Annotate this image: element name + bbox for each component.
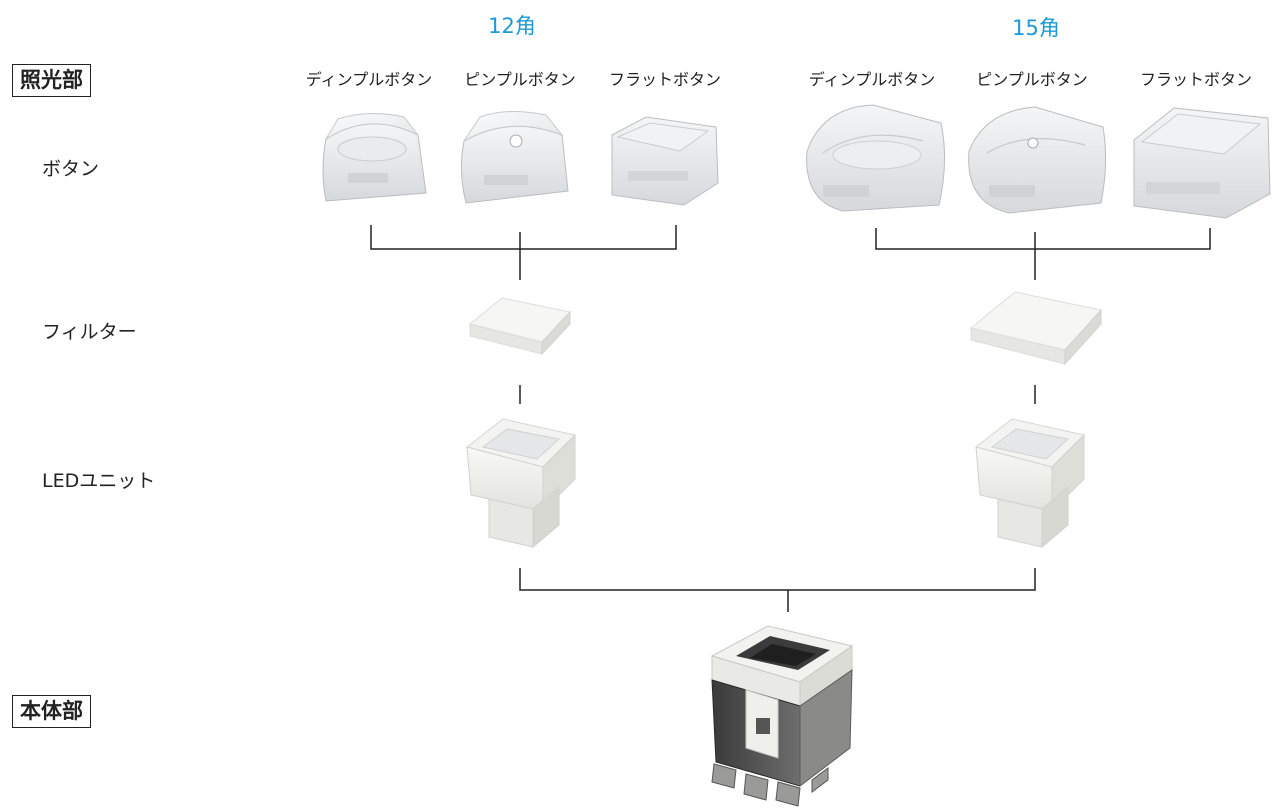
row-label-button: ボタン — [42, 158, 100, 180]
pimple-button-15 — [968, 106, 1107, 214]
filter-12 — [468, 297, 571, 356]
size-15-heading: 15角 — [1012, 16, 1060, 40]
led-unit-15 — [974, 418, 1085, 549]
section-body: 本体部 — [12, 695, 91, 728]
label-pimple-12: ピンプルボタン — [464, 70, 576, 89]
dimple-button-15 — [806, 104, 946, 212]
size-12-heading: 12角 — [488, 14, 536, 38]
pimple-button-12 — [460, 110, 569, 204]
led-unit-12 — [465, 418, 576, 549]
switch-body — [710, 625, 854, 807]
label-pimple-15: ピンプルボタン — [976, 70, 1088, 89]
section-lighting: 照光部 — [12, 64, 91, 97]
row-label-filter: フィルター — [42, 321, 137, 343]
dimple-button-12 — [322, 112, 427, 202]
label-dimple-15: ディンプルボタン — [808, 70, 936, 89]
row-label-led-unit: LEDユニット — [42, 470, 156, 492]
connector-lines — [370, 225, 1211, 612]
flat-button-15 — [1133, 107, 1271, 219]
filter-15 — [969, 291, 1102, 366]
label-flat-15: フラットボタン — [1139, 70, 1252, 89]
label-flat-12: フラットボタン — [608, 70, 721, 89]
flat-button-12 — [611, 116, 719, 206]
label-dimple-12: ディンプルボタン — [305, 70, 433, 89]
